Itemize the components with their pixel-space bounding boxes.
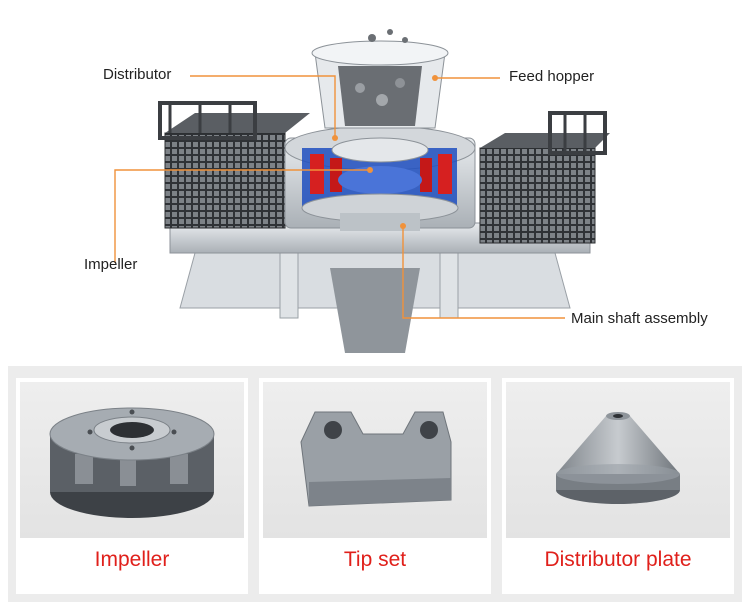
impeller-part-icon <box>49 407 215 518</box>
part-card-distributor-plate: Distributor plate <box>502 378 734 594</box>
distributor-plate-part-image <box>506 382 730 538</box>
impeller-caption: Impeller <box>94 548 170 571</box>
distributor-plate-part-icon <box>556 412 680 504</box>
part-card-tip-set: Tip set <box>259 378 491 594</box>
feed-hopper <box>311 29 449 129</box>
main-shaft-assembly-label: Main shaft assembly <box>571 310 708 327</box>
tip-set-part-image <box>263 382 487 538</box>
right-motor-guard <box>479 111 610 244</box>
distributor-label: Distributor <box>103 66 172 83</box>
machine-diagram-panel: Distributor Feed hopper Impeller Main sh… <box>10 8 740 358</box>
tip-set-caption: Tip set <box>343 548 407 571</box>
impeller-part-image <box>20 382 244 538</box>
main-shaft-callout-line <box>402 226 565 319</box>
distributor-callout-line <box>190 75 336 138</box>
callout-lines <box>114 75 565 319</box>
part-card-impeller: Impeller <box>16 378 248 594</box>
left-motor-guard <box>158 101 310 229</box>
crushing-chamber <box>284 125 476 231</box>
tip-set-part-icon <box>300 411 452 507</box>
vsi-crusher-cutaway-illustration <box>114 29 610 353</box>
distributor-plate-caption: Distributor plate <box>544 548 692 571</box>
impeller-callout-line <box>114 169 370 263</box>
impeller-label: Impeller <box>84 256 138 273</box>
feed-hopper-label: Feed hopper <box>509 68 595 85</box>
